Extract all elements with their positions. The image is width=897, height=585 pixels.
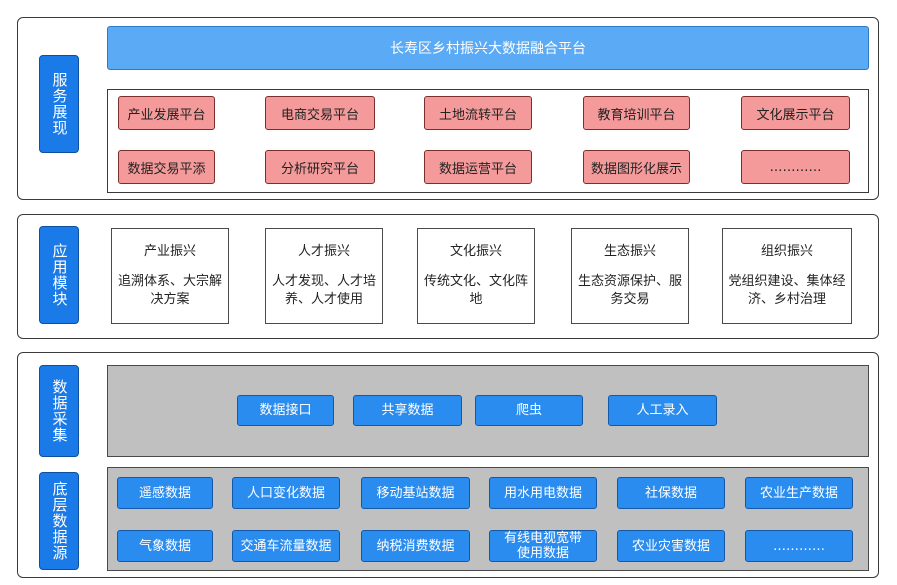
source-item-more[interactable]: ………… — [745, 530, 853, 562]
source-item-population[interactable]: 人口变化数据 — [232, 477, 340, 509]
module-organization[interactable]: 组织振兴 党组织建设、集体经济、乡村治理 — [722, 228, 852, 324]
platform-item-data-trade[interactable]: 数据交易平添 — [118, 150, 215, 184]
source-item-agriculture[interactable]: 农业生产数据 — [745, 477, 853, 509]
platform-item-analysis[interactable]: 分析研究平台 — [265, 150, 375, 184]
source-side-label: 底层数据源 — [39, 472, 79, 570]
platform-item-ecommerce[interactable]: 电商交易平台 — [265, 96, 375, 130]
module-culture[interactable]: 文化振兴 传统文化、文化阵地 — [417, 228, 535, 324]
source-item-traffic[interactable]: 交通车流量数据 — [232, 530, 340, 562]
platform-item-visualization[interactable]: 数据图形化展示 — [583, 150, 690, 184]
platform-item-operation[interactable]: 数据运营平台 — [424, 150, 532, 184]
collection-item-crawler[interactable]: 爬虫 — [475, 395, 583, 426]
source-item-disaster[interactable]: 农业灾害数据 — [617, 530, 725, 562]
application-side-label: 应用模块 — [39, 226, 79, 324]
module-title: 人才振兴 — [297, 244, 350, 259]
module-desc: 生态资源保护、服务交易 — [577, 274, 682, 307]
source-item-remote-sensing[interactable]: 遥感数据 — [117, 477, 213, 509]
collection-side-label: 数据采集 — [39, 365, 79, 457]
collection-item-shared[interactable]: 共享数据 — [353, 395, 462, 426]
source-item-utilities[interactable]: 用水用电数据 — [489, 477, 597, 509]
source-item-tax[interactable]: 纳税消费数据 — [361, 530, 470, 562]
service-side-label: 服务展现 — [39, 55, 79, 153]
collection-item-manual[interactable]: 人工录入 — [608, 395, 717, 426]
module-talent[interactable]: 人才振兴 人才发现、人才培养、人才使用 — [265, 228, 383, 324]
module-title: 组织振兴 — [760, 244, 813, 259]
module-title: 生态振兴 — [603, 244, 656, 259]
source-item-base-station[interactable]: 移动基站数据 — [361, 477, 470, 509]
platform-item-more[interactable]: ………… — [741, 150, 850, 184]
module-ecology[interactable]: 生态振兴 生态资源保护、服务交易 — [571, 228, 689, 324]
source-item-weather[interactable]: 气象数据 — [117, 530, 213, 562]
platform-item-industry[interactable]: 产业发展平台 — [118, 96, 215, 130]
platform-title: 长寿区乡村振兴大数据融合平台 — [107, 26, 869, 70]
module-desc: 追溯体系、大宗解决方案 — [117, 274, 222, 307]
source-item-social-security[interactable]: 社保数据 — [617, 477, 725, 509]
platforms-box — [107, 89, 869, 193]
module-industry[interactable]: 产业振兴 追溯体系、大宗解决方案 — [111, 228, 229, 324]
source-item-cable[interactable]: 有线电视宽带使用数据 — [489, 530, 597, 562]
collection-item-api[interactable]: 数据接口 — [237, 395, 334, 426]
module-desc: 人才发现、人才培养、人才使用 — [271, 274, 376, 307]
platform-item-education[interactable]: 教育培训平台 — [583, 96, 690, 130]
module-title: 文化振兴 — [449, 244, 502, 259]
module-desc: 党组织建设、集体经济、乡村治理 — [728, 274, 846, 307]
platform-item-culture[interactable]: 文化展示平台 — [741, 96, 850, 130]
module-title: 产业振兴 — [143, 244, 196, 259]
module-desc: 传统文化、文化阵地 — [423, 274, 528, 307]
platform-item-land[interactable]: 土地流转平台 — [424, 96, 532, 130]
